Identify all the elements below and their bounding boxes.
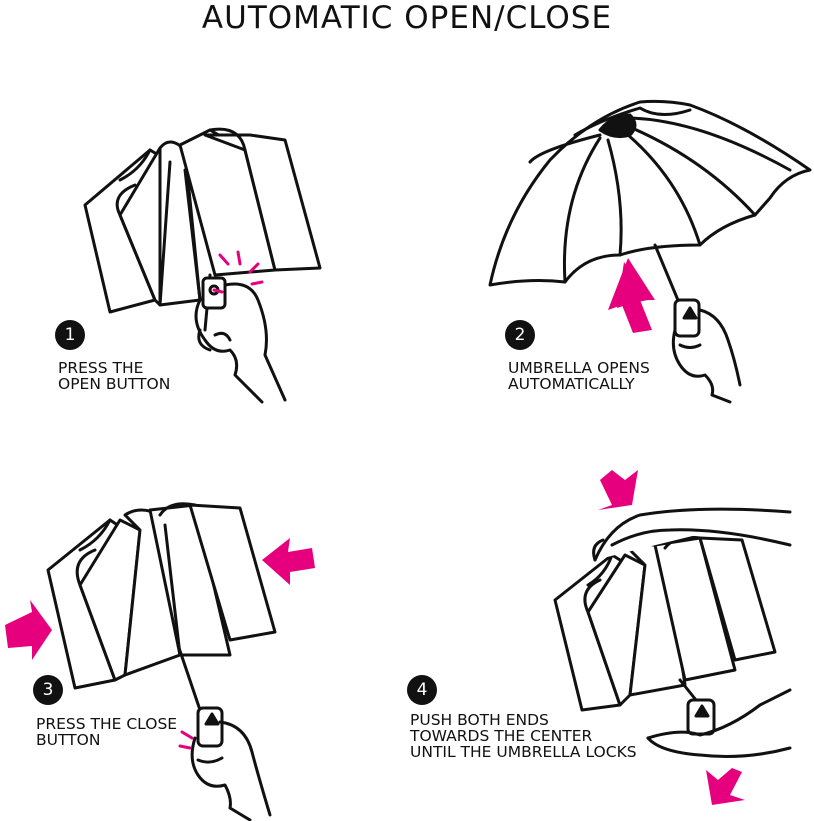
step-2-line-1: UMBRELLA OPENS: [508, 359, 650, 377]
step-description-2: UMBRELLA OPENS AUTOMATICALLY: [508, 360, 650, 392]
closed-umbrella-illustration-1: [83, 127, 322, 314]
page-title: AUTOMATIC OPEN/CLOSE: [201, 0, 613, 36]
step-4-line-2: TOWARDS THE CENTER: [410, 727, 593, 745]
up-arrow-icon: [608, 258, 655, 333]
handle-illustration-2: [653, 243, 701, 338]
closed-umbrella-illustration-4: [553, 536, 777, 712]
step-number-3: 3: [33, 675, 63, 705]
left-arrow-icon: [262, 538, 315, 585]
step-description-4: PUSH BOTH ENDS TOWARDS THE CENTER UNTIL …: [410, 712, 637, 760]
step-3-line-2: BUTTON: [36, 731, 101, 749]
step-4-line-3: UNTIL THE UMBRELLA LOCKS: [410, 743, 637, 761]
step-number-2: 2: [505, 320, 535, 350]
step-2-line-2: AUTOMATICALLY: [508, 375, 635, 393]
step-number-1: 1: [55, 320, 85, 350]
step-description-1: PRESS THE OPEN BUTTON: [58, 360, 170, 392]
step-1-line-1: PRESS THE: [58, 359, 144, 377]
closed-umbrella-illustration-3: [46, 502, 277, 690]
hand-illustration-1: [194, 282, 287, 404]
step-4-line-1: PUSH BOTH ENDS: [410, 711, 549, 729]
step-3-line-1: PRESS THE CLOSE: [36, 715, 178, 733]
down-arrow-icon: [598, 470, 638, 510]
handle-illustration-4: [678, 678, 716, 736]
hand-illustration-2: [671, 308, 742, 404]
top-hand-illustration: [592, 507, 792, 562]
hand-illustration-3: [190, 720, 272, 821]
handle-illustration-3: [176, 643, 224, 748]
step-description-3: PRESS THE CLOSE BUTTON: [36, 716, 177, 748]
open-umbrella-illustration: [488, 99, 812, 287]
step-number-4: 4: [407, 675, 437, 705]
handle-illustration-1: [201, 273, 227, 332]
bottom-hand-illustration: [646, 688, 792, 758]
step-1-line-2: OPEN BUTTON: [58, 375, 171, 393]
up-arrow-icon-4: [706, 768, 745, 805]
press-lines-1: [212, 250, 264, 294]
press-lines-3: [178, 730, 194, 750]
right-arrow-icon: [5, 600, 52, 660]
